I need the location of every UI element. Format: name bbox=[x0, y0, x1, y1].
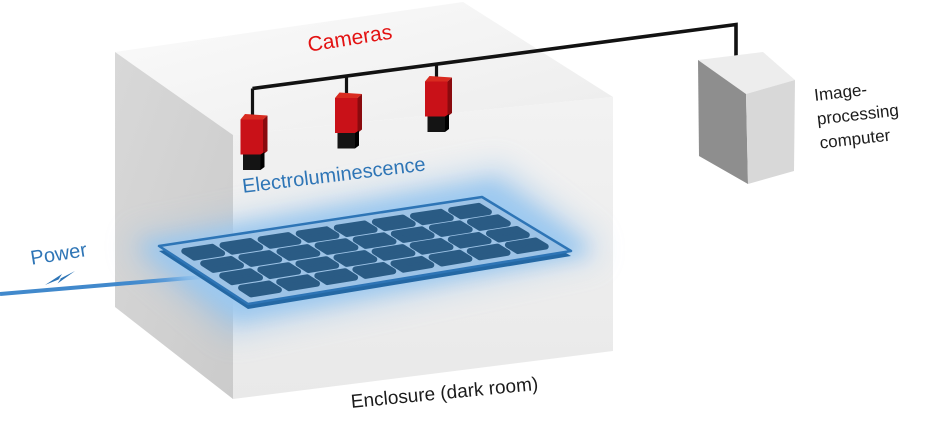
panel-cells bbox=[181, 202, 549, 298]
solar-cell bbox=[276, 274, 320, 292]
solar-cell bbox=[352, 232, 397, 249]
solar-cell bbox=[333, 250, 378, 267]
solar-panel bbox=[123, 170, 607, 331]
camera-3 bbox=[425, 76, 452, 132]
camera-bus-cable bbox=[252, 22, 738, 91]
solar-cell bbox=[200, 256, 244, 273]
image-processing-computer-label: Image- processing computer bbox=[813, 79, 900, 153]
solar-cell bbox=[276, 244, 321, 261]
solar-cell bbox=[295, 226, 340, 243]
solar-cell bbox=[410, 208, 454, 226]
solar-cell bbox=[390, 226, 435, 243]
solar-cell bbox=[238, 250, 283, 267]
solar-cell bbox=[447, 232, 492, 249]
solar-cell bbox=[219, 238, 264, 255]
solar-cell bbox=[409, 238, 454, 255]
computer-box bbox=[698, 52, 795, 184]
solar-cell bbox=[428, 220, 473, 237]
solar-cell bbox=[257, 262, 302, 280]
solar-cell bbox=[448, 202, 492, 220]
solar-cell bbox=[219, 268, 263, 286]
solar-cell bbox=[238, 280, 282, 298]
solar-cell bbox=[181, 243, 226, 261]
solar-cell bbox=[314, 238, 359, 255]
lightning-bolt-icon bbox=[45, 271, 75, 285]
computer-top-face bbox=[698, 52, 795, 94]
solar-cell bbox=[295, 256, 340, 273]
solar-cell bbox=[467, 214, 511, 231]
solar-cell bbox=[257, 232, 302, 249]
solar-cell bbox=[466, 243, 511, 261]
camera-2 bbox=[335, 92, 362, 149]
enclosure-top-face bbox=[115, 2, 613, 135]
solar-cell bbox=[371, 244, 416, 261]
solar-cell bbox=[428, 249, 473, 267]
camera-1 bbox=[240, 114, 268, 170]
solar-cell bbox=[333, 220, 378, 237]
solar-cell bbox=[352, 262, 397, 279]
computer-front-face bbox=[698, 60, 748, 184]
solar-cell bbox=[314, 268, 359, 286]
solar-cell bbox=[486, 226, 530, 243]
solar-cell bbox=[504, 237, 549, 255]
solar-cell bbox=[371, 214, 416, 232]
enclosure-left-face bbox=[115, 52, 233, 399]
computer-right-face bbox=[746, 80, 795, 184]
solar-cell bbox=[390, 255, 435, 273]
